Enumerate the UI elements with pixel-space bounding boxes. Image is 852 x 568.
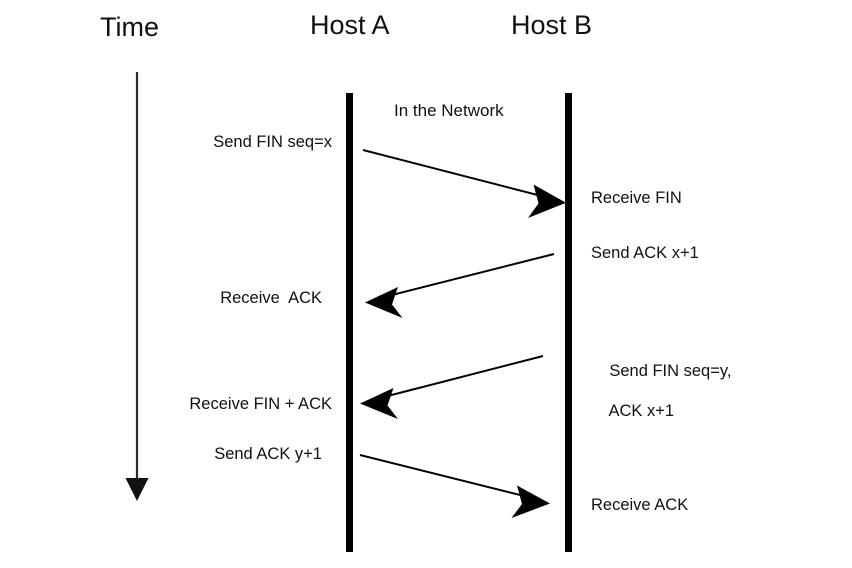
message-label-send-ack-y-plus-1: Send ACK y+1 [214, 445, 322, 463]
arrow-fin-a-to-b [362, 149, 566, 218]
host-a-lifeline [346, 93, 353, 552]
message-label-receive-fin: Receive FIN [591, 189, 682, 207]
message-label-send-ack-x-plus-1: Send ACK x+1 [591, 244, 699, 262]
host-b-lifeline [565, 93, 572, 552]
in-the-network-label: In the Network [394, 101, 504, 120]
message-label-receive-fin-ack: Receive FIN + ACK [189, 395, 332, 413]
time-axis-title: Time [100, 12, 159, 42]
host-b-title: Host B [511, 10, 593, 40]
message-label-send-fin-seq-y-line1: Send FIN seq=y, [609, 362, 732, 380]
message-label-send-fin-seq-y: Send FIN seq=y, ACK x+1 [591, 341, 731, 441]
message-label-receive-ack-final: Receive ACK [591, 496, 689, 514]
message-label-send-fin-seq-x: Send FIN seq=x [213, 133, 332, 151]
host-a-title: Host A [310, 10, 390, 40]
arrow-ack-a-to-b [359, 454, 550, 518]
message-label-send-fin-seq-y-line2: ACK x+1 [608, 402, 675, 420]
time-axis-arrow [125, 72, 149, 501]
message-label-receive-ack: Receive ACK [220, 289, 322, 307]
arrow-ack-b-to-a [365, 253, 555, 318]
arrow-fin-ack-b-to-a [360, 355, 544, 419]
